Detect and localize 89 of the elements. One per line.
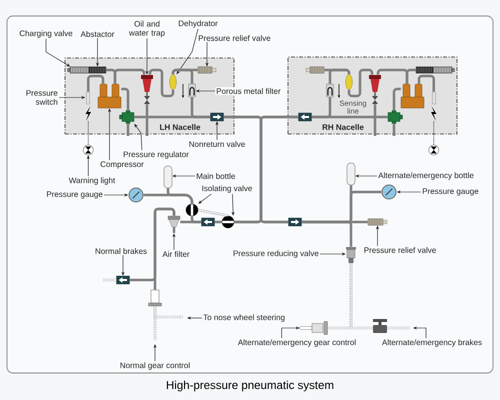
dehydrator (346, 74, 352, 90)
part-label: Pressure relief valve (198, 35, 270, 41)
part-label: To nose wheel steering (203, 314, 284, 322)
linkage-rod (198, 208, 228, 217)
signal-line (433, 120, 434, 146)
part-label: Alternate/emergency brakes (382, 339, 482, 347)
air-bottle (164, 166, 172, 188)
dehydrator (170, 74, 176, 90)
part-label: Pressure reducing valve (234, 250, 318, 258)
pipe (214, 220, 222, 224)
pipe (374, 104, 376, 136)
pipe (312, 116, 388, 118)
dashed-pipe (350, 263, 373, 330)
pressure-switch (86, 92, 91, 121)
part-label: Main bottle (196, 173, 235, 179)
pipe (376, 68, 408, 84)
caption: High-pressure pneumatic system (166, 380, 334, 392)
water-trap (369, 75, 381, 104)
pressure-switch (431, 92, 436, 121)
pipe (392, 88, 401, 110)
part-label: Alternate/emergency gear control (238, 339, 356, 347)
pipe (134, 116, 210, 118)
check-valve (298, 112, 312, 122)
pipe (144, 194, 194, 204)
part-label: Charging valve (20, 30, 72, 38)
relief-valve (198, 66, 216, 74)
check-valve (210, 112, 224, 122)
pressure-gauge (128, 188, 144, 202)
relief-valve (368, 218, 388, 226)
part-label: Warning light (68, 177, 116, 185)
pipe (190, 216, 202, 224)
pipe (126, 124, 130, 136)
pipe (87, 74, 104, 92)
part-label: Normal brakes (96, 248, 147, 254)
compressor (98, 84, 122, 108)
part-label: Pressure regulator (124, 151, 189, 159)
brake-valve (373, 319, 387, 333)
water-trap (141, 75, 153, 104)
part-label: Air filter (162, 251, 190, 257)
part-label: Abstactor (80, 31, 114, 37)
check-valve (116, 276, 130, 284)
pipe (392, 124, 396, 136)
pipe (154, 208, 176, 290)
pipe (348, 68, 374, 98)
pipe (302, 220, 368, 224)
isolating-valve (186, 204, 198, 216)
part-label: Dehydrator (178, 20, 218, 28)
air-bottle (346, 162, 356, 186)
check-valve (201, 218, 215, 226)
warning-lamp (428, 144, 439, 156)
isolating-valve (222, 216, 234, 228)
part-label: Pressure switch (26, 90, 58, 105)
relief-valve (306, 66, 324, 74)
warning-lamp (83, 144, 94, 156)
part-label: Pressure relief valve (364, 247, 436, 253)
pipe (148, 68, 174, 98)
porous-filter (326, 84, 334, 98)
part-label: Nonreturn valve (189, 141, 245, 147)
pipe (146, 104, 148, 136)
pipe (328, 68, 350, 84)
porous-filter (188, 84, 196, 98)
reducing-valve (346, 247, 356, 263)
part-label: Porous metal filter (215, 87, 282, 95)
compressor (400, 84, 424, 108)
gear-control-valve (148, 290, 162, 306)
abstactor-valve (416, 66, 434, 74)
dashed-pipe (387, 326, 410, 330)
pipe (121, 88, 130, 110)
dashed-pipe (103, 278, 116, 282)
check-valve (288, 218, 302, 226)
charging-valve (432, 66, 455, 74)
pipe (172, 68, 194, 84)
part-label: Compressor (100, 161, 144, 169)
pressure-regulator (388, 110, 403, 124)
gear-control-valve (300, 321, 328, 335)
signal-line (88, 120, 89, 146)
pressure-regulator (119, 110, 134, 124)
part-label: Isolating valve (202, 185, 252, 193)
pressure-gauge (382, 184, 396, 200)
abstactor-valve (88, 66, 106, 74)
part-label: Normal gear control (120, 362, 190, 370)
pipe (260, 116, 298, 224)
part-label: Oil and water trap (128, 20, 165, 38)
charging-valve (67, 66, 90, 74)
air-filter (168, 216, 180, 233)
part-label: Pressure gauge (46, 191, 102, 199)
pipe (114, 68, 146, 84)
part-label: Alternate/emergency bottle (378, 172, 474, 180)
part-label: Pressure gauge (422, 188, 478, 196)
